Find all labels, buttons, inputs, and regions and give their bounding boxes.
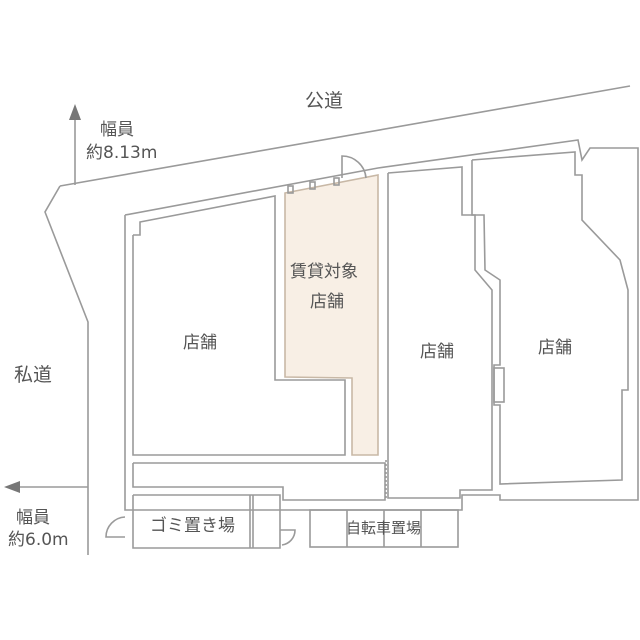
arrow-up-icon (69, 104, 81, 120)
arrow-left-icon (4, 481, 20, 493)
public-road-edge (59, 85, 631, 187)
private-road-edge (44, 185, 89, 555)
store-left-label: 店舗 (183, 333, 217, 353)
store-middle-wall (387, 166, 493, 499)
private-road-width-value: 約6.0m (8, 530, 69, 550)
column (493, 367, 505, 403)
store-right-label: 店舗 (538, 338, 572, 358)
garbage-area-label: ゴミ置き場 (150, 516, 235, 536)
target-store-area (284, 174, 379, 456)
bicycle-parking-label: 自転車置場 (346, 519, 422, 537)
store-middle-label: 店舗 (420, 342, 454, 362)
corridor-wall (132, 462, 386, 501)
private-road-label: 私道 (14, 364, 53, 386)
public-road-width-value: 約8.13m (86, 143, 158, 163)
building-outer-wall (124, 139, 639, 511)
store-right-wall (471, 151, 629, 485)
garbage-door-arc (105, 516, 126, 538)
target-store-label-2: 店舗 (310, 292, 344, 312)
public-road-width-label: 幅員 (100, 120, 134, 140)
windows (287, 177, 340, 194)
store-left-wall (132, 195, 346, 456)
door-arc (341, 155, 367, 179)
garbage-door-arc-2 (280, 529, 296, 546)
garbage-area-wall (132, 494, 281, 549)
target-store-label-1: 賃貸対象 (290, 262, 358, 282)
private-road-width-label: 幅員 (16, 508, 50, 528)
public-road-label: 公道 (305, 90, 344, 112)
